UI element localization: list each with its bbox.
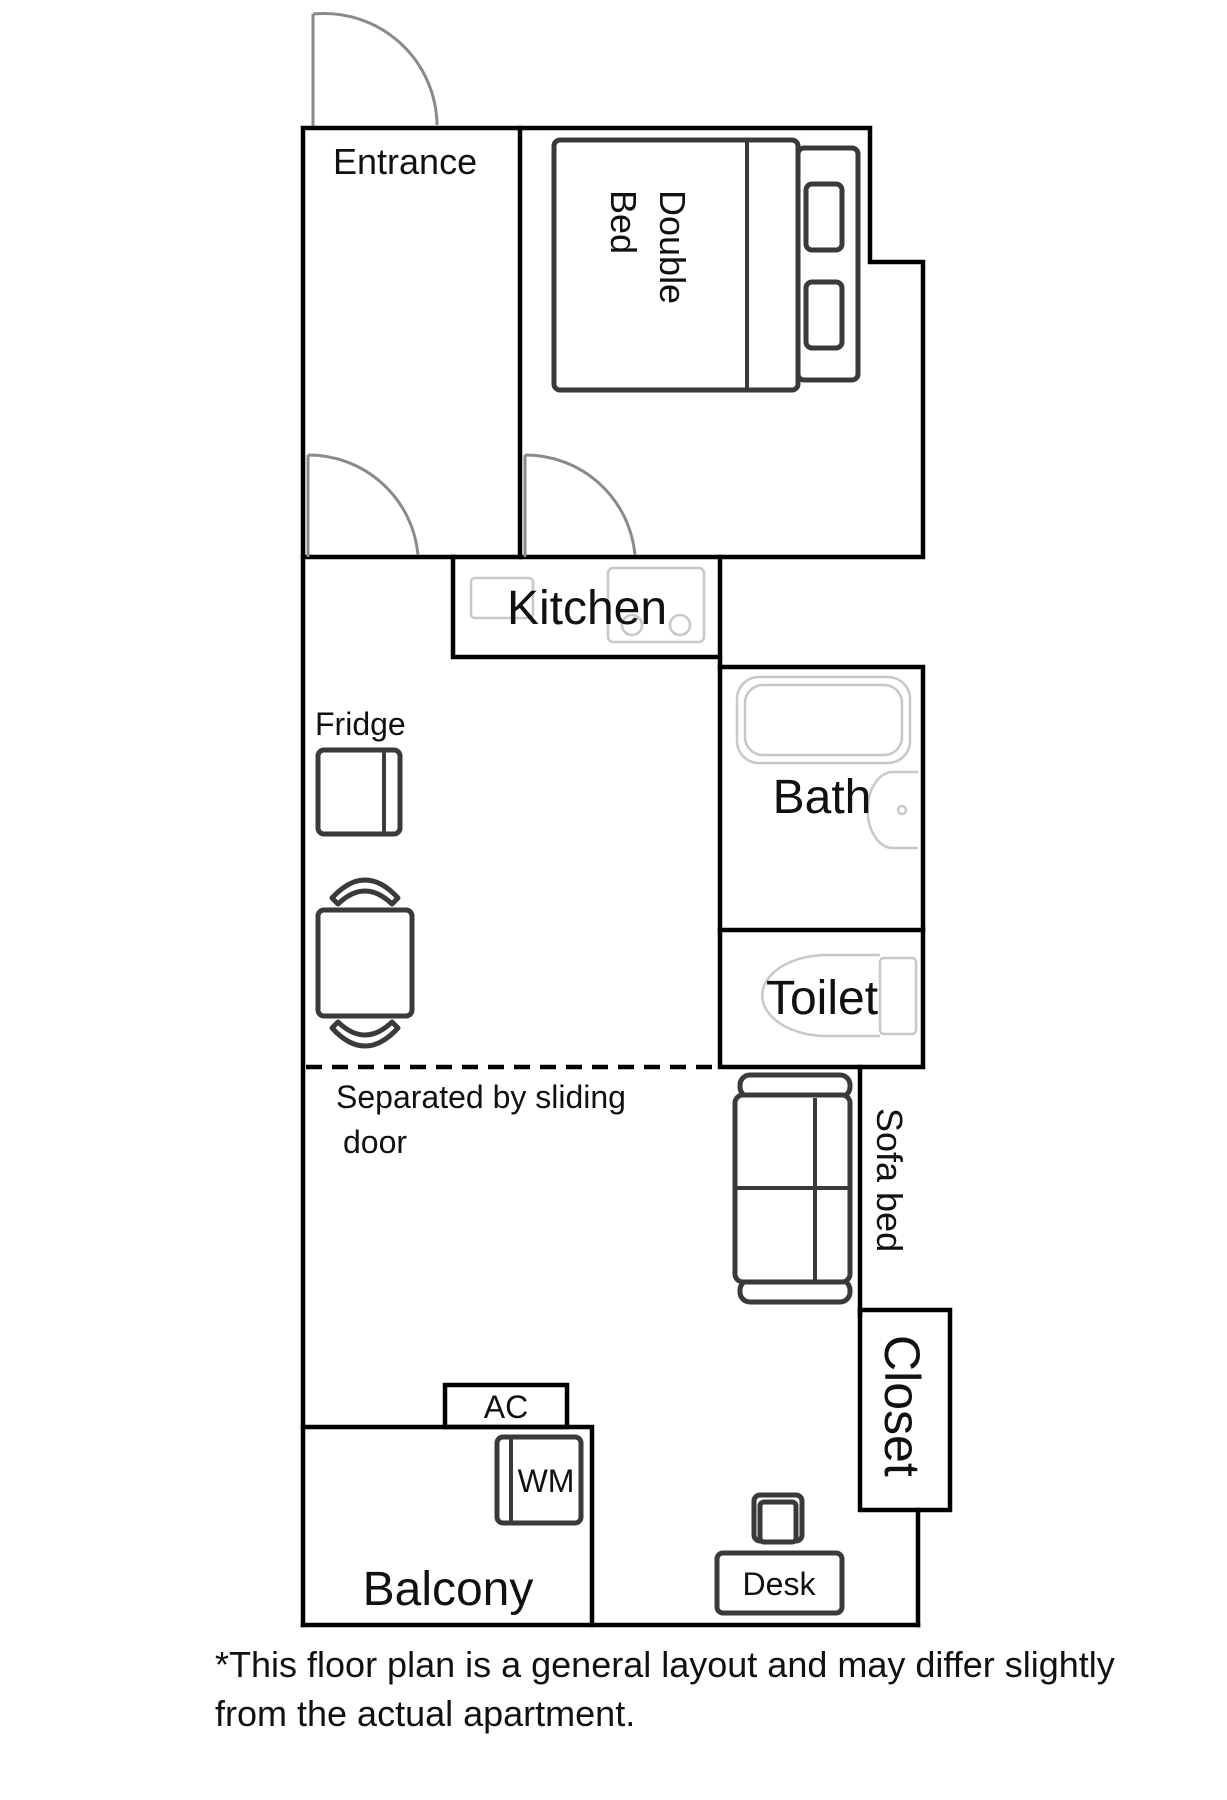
bath-label: Bath	[773, 771, 872, 824]
kitchen-label: Kitchen	[507, 582, 667, 635]
kitchen-fixtures	[469, 566, 706, 644]
fridge-label: Fridge	[315, 706, 406, 742]
double-bed	[551, 137, 861, 393]
dining-table	[315, 877, 415, 1049]
desk-label: Desk	[743, 1566, 817, 1602]
bathtub	[735, 675, 912, 765]
sofa-bed-label: Sofa bed	[869, 1108, 910, 1252]
bedroom-door	[523, 453, 637, 557]
sliding-door-label-line1: Separated by sliding	[336, 1079, 626, 1115]
washing-machine	[494, 1434, 584, 1526]
bed-label-line1: Double	[652, 190, 693, 304]
desk	[714, 1550, 845, 1616]
sofa-bed	[732, 1072, 853, 1305]
front-door	[311, 11, 439, 128]
ac-label: AC	[484, 1389, 528, 1425]
sink	[866, 770, 918, 850]
fridge	[315, 747, 403, 837]
toilet-bowl	[761, 953, 918, 1038]
wm-label: WM	[518, 1463, 575, 1499]
balcony	[300, 1424, 595, 1628]
entrance-door	[306, 453, 420, 557]
lower-walls	[300, 554, 926, 1628]
balcony-label: Balcony	[363, 1563, 534, 1616]
closet-label: Closet	[874, 1335, 930, 1477]
disclaimer-note: *This floor plan is a general layout and…	[215, 1644, 1115, 1734]
entrance-label: Entrance	[333, 141, 477, 182]
closet	[857, 1307, 953, 1513]
desk-chair	[751, 1492, 805, 1545]
bed-label-line2: Bed	[603, 190, 644, 254]
toilet-label: Toilet	[766, 972, 878, 1025]
sliding-door-label-line2: door	[343, 1124, 407, 1160]
